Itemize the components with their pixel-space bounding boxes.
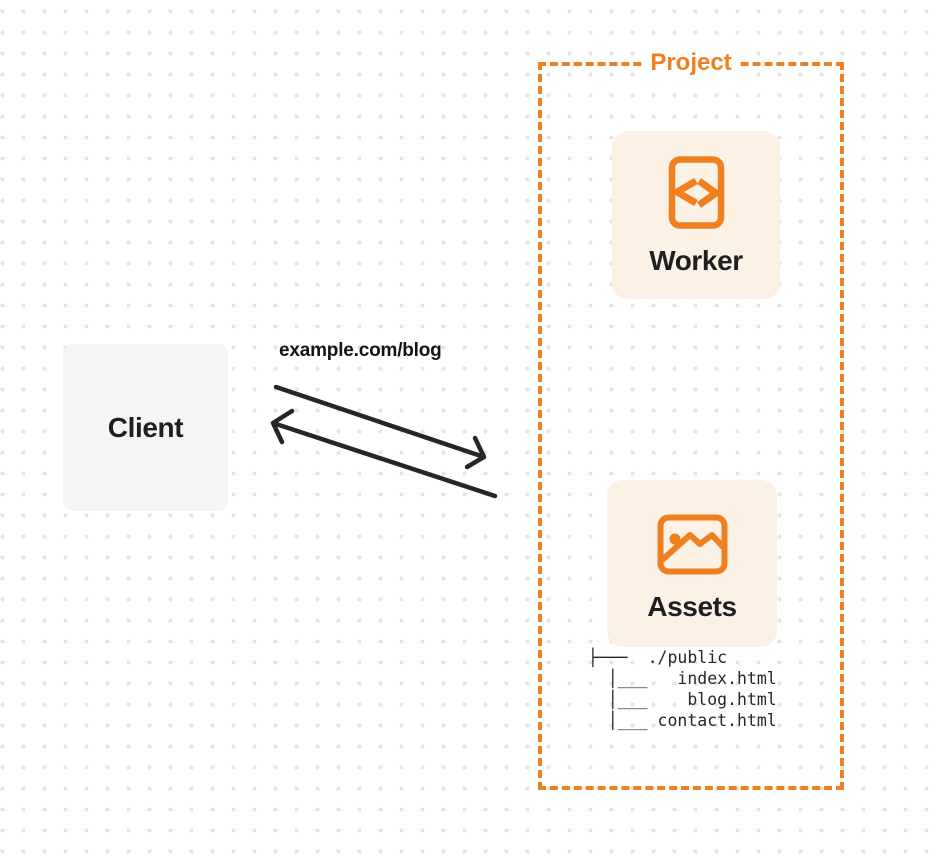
project-label: Project	[641, 48, 741, 78]
response-arrow	[270, 408, 498, 499]
image-icon	[657, 514, 728, 575]
client-node: Client	[63, 344, 228, 511]
request-arrow	[273, 384, 487, 470]
assets-file-tree: ├─── ./public │___ index.html │___ blog.…	[588, 648, 777, 730]
code-file-icon	[668, 156, 725, 229]
worker-label: Worker	[649, 245, 743, 276]
worker-node: Worker	[612, 131, 780, 299]
request-url-label: example.com/blog	[279, 340, 442, 361]
assets-label: Assets	[647, 591, 737, 622]
client-label: Client	[107, 411, 184, 443]
project-container: Project Worker Assets ├─── ./public │___…	[538, 48, 844, 790]
assets-node: Assets	[607, 480, 777, 647]
